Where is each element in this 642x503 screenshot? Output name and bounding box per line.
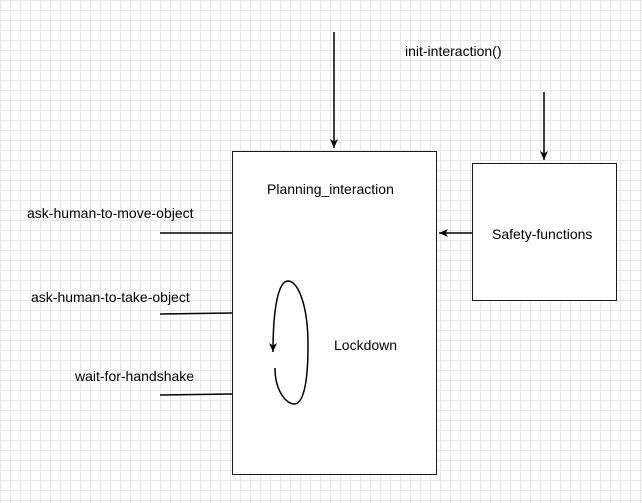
ask-human-to-take-object-label: ask-human-to-take-object [31, 289, 190, 305]
take-object-input-line [159, 312, 233, 315]
handshake-input-line [159, 393, 233, 396]
planning-interaction-title: Planning_interaction [267, 181, 394, 197]
safety-functions-block[interactable] [472, 163, 617, 301]
lockdown-state-label: Lockdown [334, 337, 398, 353]
safety-functions-label: Safety-functions [492, 226, 593, 242]
ask-human-to-move-object-label: ask-human-to-move-object [27, 205, 194, 221]
planning-interaction-block[interactable] [232, 151, 437, 475]
init-interaction-label: init-interaction() [405, 43, 502, 59]
wait-for-handshake-label: wait-for-handshake [75, 368, 195, 384]
lockdown-loop-arrow [269, 280, 309, 405]
